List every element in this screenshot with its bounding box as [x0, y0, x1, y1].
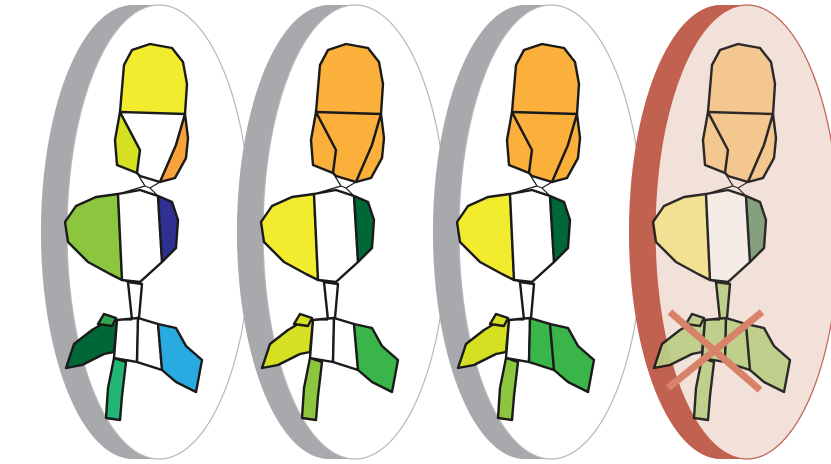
stage-2-region-head: [316, 44, 383, 116]
stage-1-region-head: [120, 44, 187, 116]
stage-1-panel: [41, 5, 251, 459]
stage-4-region-middle-center: [706, 190, 750, 282]
stage-3-region-bottom-center-left: [506, 318, 530, 362]
stage-2-panel: [237, 5, 447, 459]
stage-1-region-middle-center: [118, 190, 162, 282]
stage-4-panel: [629, 5, 831, 459]
stage-3-region-middle-center: [510, 190, 554, 282]
stage-1-region-bottom-center-left: [114, 318, 138, 362]
stage-2-region-middle-center: [314, 190, 358, 282]
stage-2-region-bottom-center-left: [310, 318, 334, 362]
stage-3-panel: [433, 5, 643, 459]
stage-3-region-head: [512, 44, 579, 116]
stage-4-region-head: [708, 44, 775, 116]
